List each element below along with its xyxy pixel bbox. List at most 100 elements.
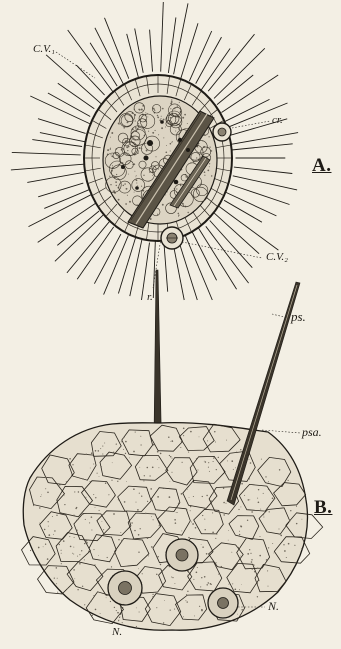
stipple-dot (257, 567, 258, 568)
stipple-dot (259, 536, 260, 537)
granule (171, 99, 172, 100)
stipple-dot (86, 542, 88, 544)
stipple-dot (117, 481, 118, 482)
granule (157, 115, 159, 117)
stipple-dot (77, 556, 78, 557)
stipple-dot (45, 488, 46, 489)
granule (134, 171, 135, 172)
granule (134, 192, 135, 193)
stipple-dot (99, 476, 100, 477)
stipple-dot (152, 594, 153, 595)
stipple-dot (228, 540, 229, 541)
stipple-dot (100, 448, 101, 449)
stipple-dot (136, 502, 137, 503)
nucleus-center (166, 539, 198, 571)
stipple-dot (134, 530, 135, 531)
stipple-dot (129, 458, 130, 459)
stipple-dot (223, 502, 225, 504)
stipple-dot (231, 552, 232, 553)
stipple-dot (278, 528, 279, 529)
stipple-dot (141, 444, 142, 445)
stipple-dot (114, 607, 115, 608)
granule (162, 204, 164, 206)
contractile-vacuole-cv2 (161, 227, 183, 249)
stipple-dot (118, 499, 119, 500)
granule (125, 203, 127, 205)
stipple-dot (201, 609, 203, 611)
stipple-dot (110, 561, 111, 562)
stipple-dot (76, 530, 77, 531)
stipple-dot (172, 577, 173, 578)
stipple-dot (73, 547, 74, 548)
stipple-dot (206, 584, 207, 585)
stipple-dot (263, 493, 264, 494)
stipple-dot (240, 525, 241, 526)
stipple-dot (177, 512, 178, 513)
granule (155, 130, 156, 131)
stipple-dot (99, 510, 100, 511)
stipple-dot (159, 525, 160, 526)
stipple-dot (283, 544, 284, 545)
stipple-dot (197, 567, 198, 568)
granule (185, 176, 187, 178)
stipple-dot (204, 576, 206, 578)
stipple-dot (219, 478, 220, 479)
nucleus-right (208, 588, 238, 618)
stipple-dot (170, 481, 171, 482)
granule (187, 212, 188, 213)
stipple-dot (140, 436, 141, 437)
stipple-dot (210, 583, 212, 585)
stipple-dot (250, 553, 251, 554)
stipple-dot (228, 584, 229, 585)
stipple-dot (48, 521, 49, 522)
stipple-dot (257, 596, 258, 597)
stipple-dot (284, 550, 286, 552)
stipple-dot (228, 530, 229, 531)
stipple-dot (204, 519, 205, 520)
stipple-dot (136, 608, 137, 609)
stipple-dot (268, 481, 269, 482)
stipple-dot (269, 511, 270, 512)
stipple-dot (39, 562, 40, 563)
stipple-dot (135, 432, 136, 433)
stipple-dot (301, 519, 302, 520)
stipple-dot (202, 496, 203, 497)
stipple-dot (174, 519, 176, 521)
stipple-dot (74, 537, 75, 538)
granule (207, 170, 209, 172)
stipple-dot (160, 564, 161, 565)
stipple-dot (71, 475, 72, 476)
panel-label-a: A. (312, 155, 331, 177)
stipple-dot (186, 484, 187, 485)
stipple-dot (187, 601, 188, 602)
stipple-dot (93, 595, 94, 596)
stipple-dot (116, 443, 117, 444)
stipple-dot (238, 547, 239, 548)
stipple-dot (59, 484, 60, 485)
stipple-dot (78, 491, 79, 492)
granule (118, 199, 120, 201)
stipple-dot (56, 515, 57, 516)
stipple-dot (191, 522, 192, 523)
granule (177, 105, 178, 106)
stipple-dot (149, 475, 150, 476)
stipple-dot (95, 609, 97, 611)
stipple-dot (208, 467, 209, 468)
stipple-dot (114, 495, 115, 496)
stipple-dot (141, 496, 142, 497)
stipple-dot (124, 501, 126, 503)
stipple-dot (91, 529, 92, 530)
granule (170, 108, 171, 109)
stipple-dot (61, 563, 62, 564)
granule (152, 175, 153, 176)
granule (142, 129, 143, 130)
stipple-dot (194, 615, 195, 616)
stipple-dot (208, 482, 209, 483)
granule (204, 134, 205, 135)
stipple-dot (93, 494, 94, 495)
stipple-dot (91, 452, 93, 454)
granule (154, 110, 155, 111)
stipple-dot (123, 449, 124, 450)
granule (171, 101, 173, 103)
stipple-dot (98, 555, 99, 556)
